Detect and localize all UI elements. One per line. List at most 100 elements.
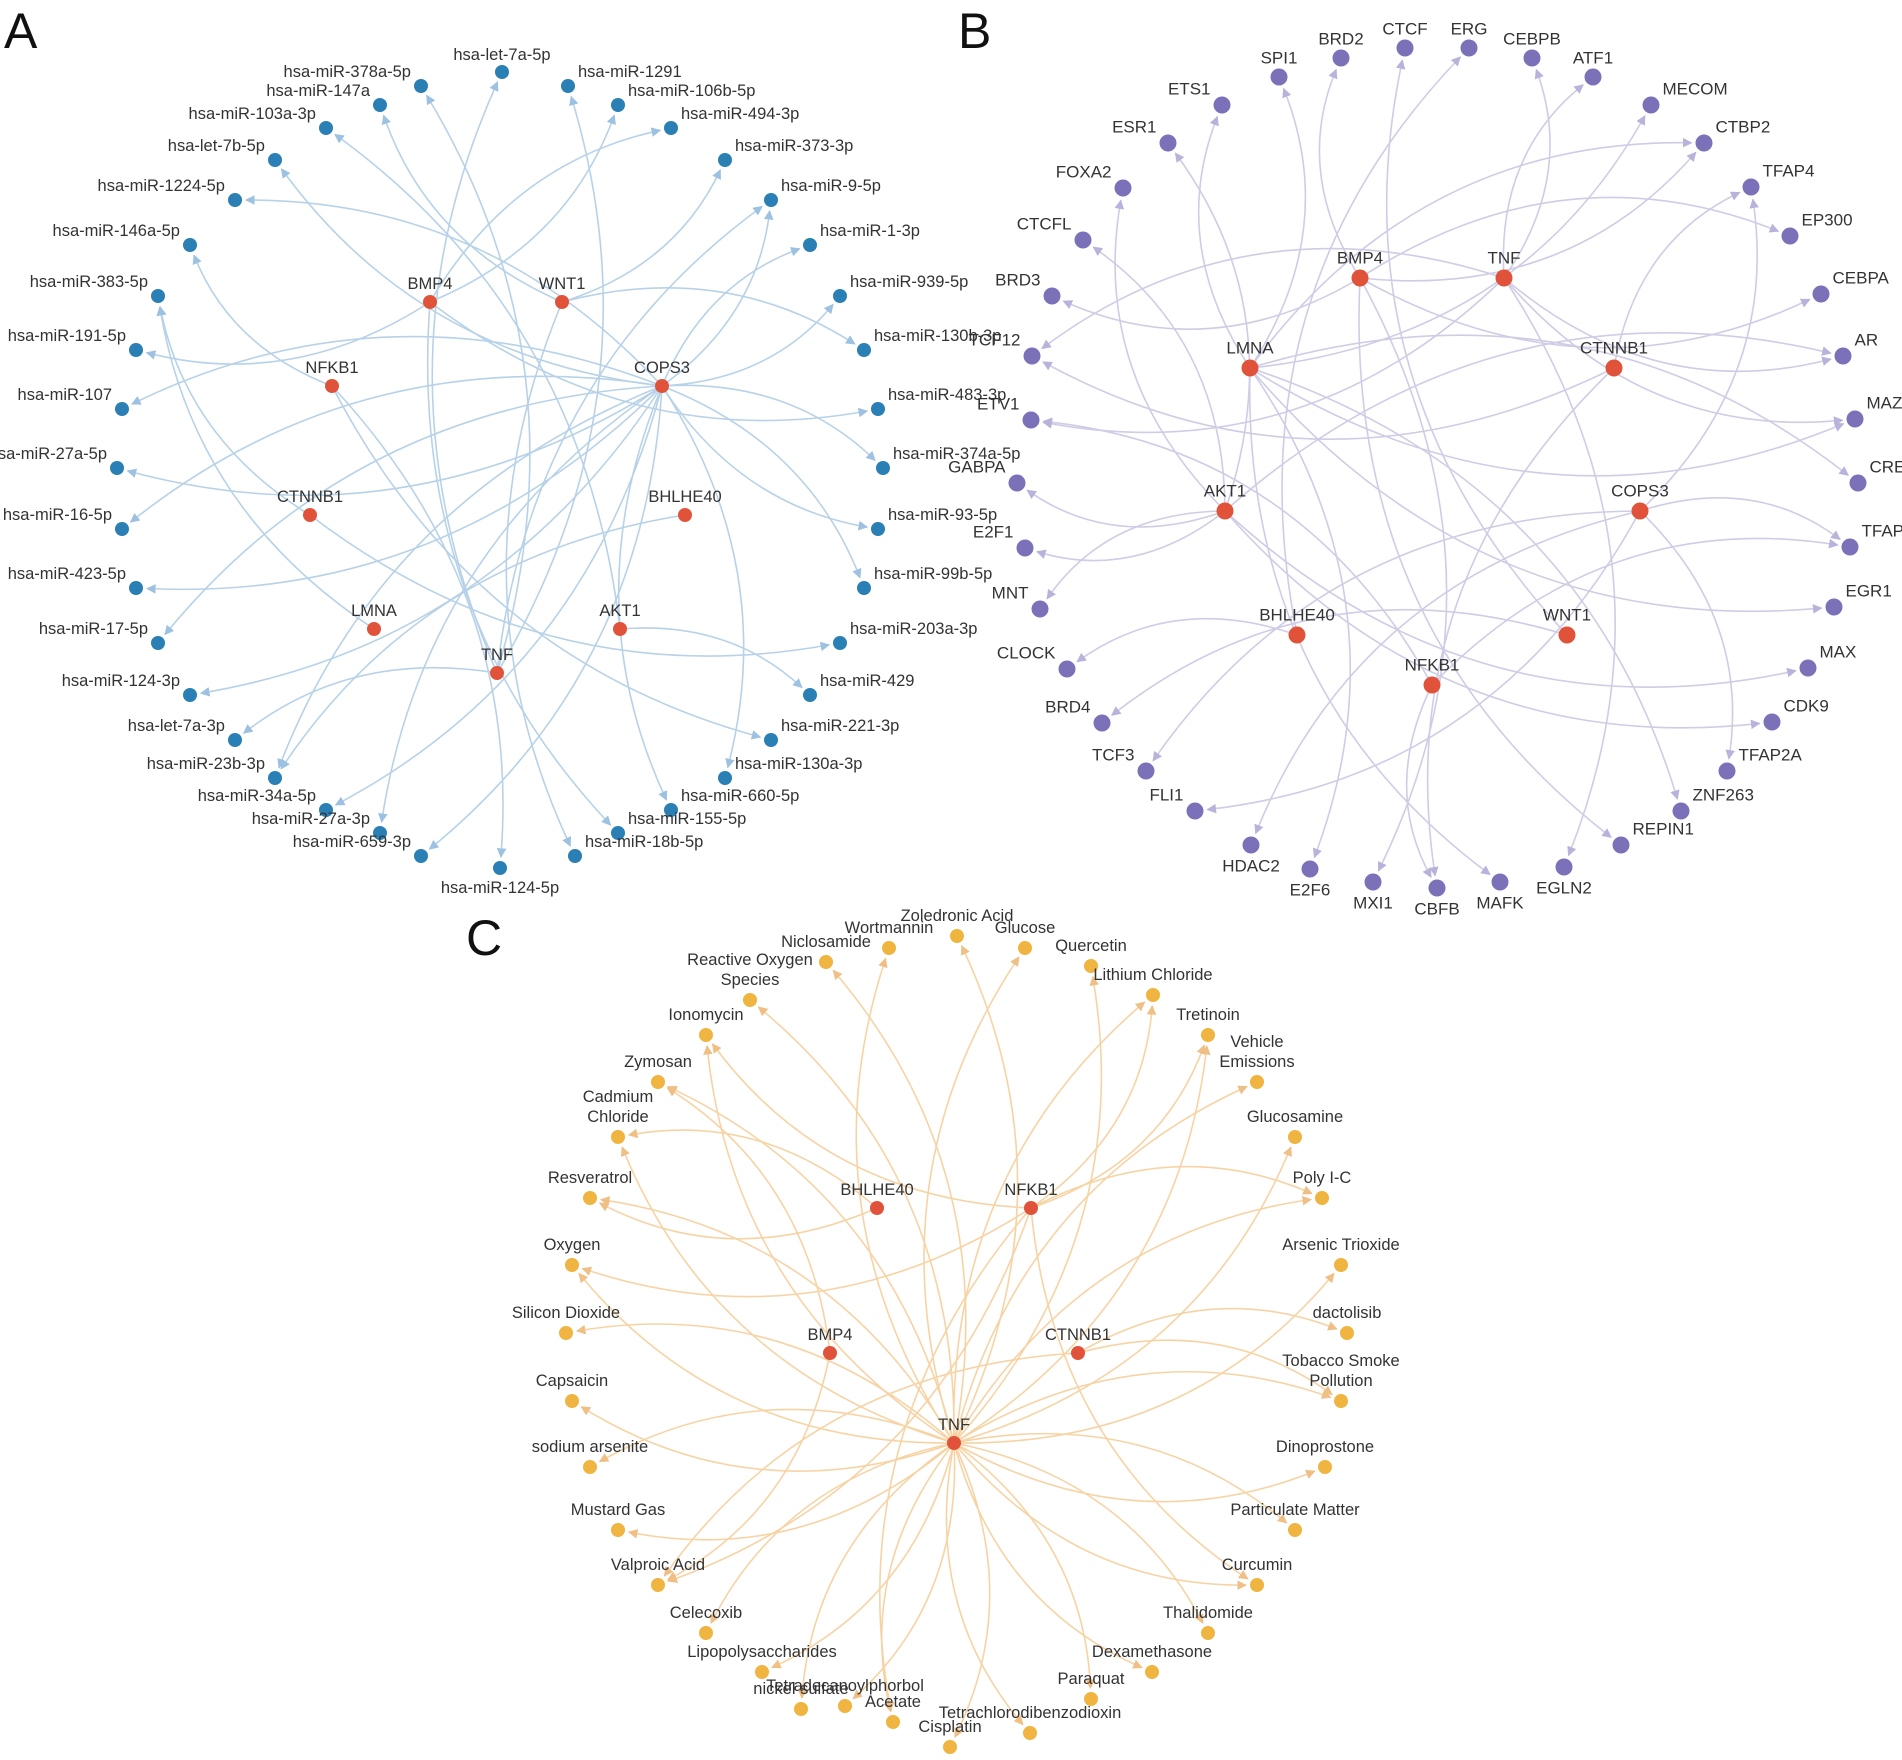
target-node-hsa-mir-130a-3p[interactable]: hsa-miR-130a-3p [718,755,862,785]
target-node-brd3[interactable]: BRD3 [995,271,1061,305]
target-node-cebpa[interactable]: CEBPA [1812,269,1890,303]
target-node-lithium-chloride[interactable]: Lithium Chloride [1093,966,1213,1002]
hub-node-ctnnb1[interactable]: CTNNB1 [1580,339,1648,377]
target-node-hsa-mir-221-3p[interactable]: hsa-miR-221-3p [764,717,899,747]
target-node-oxygen[interactable]: Oxygen [544,1236,601,1272]
hub-node-bhlhe40[interactable]: BHLHE40 [1259,606,1335,644]
target-node-erg[interactable]: ERG [1451,20,1488,57]
target-node-etv1[interactable]: ETV1 [977,395,1040,429]
target-node-hsa-mir-130b-3p[interactable]: hsa-miR-130b-3p [857,327,1001,357]
target-node-silicon-dioxide[interactable]: Silicon Dioxide [512,1304,620,1340]
target-node-mxi1[interactable]: MXI1 [1353,873,1393,913]
target-node-hsa-mir-103a-3p[interactable]: hsa-miR-103a-3p [189,105,333,135]
target-node-dactolisib[interactable]: dactolisib [1313,1304,1382,1340]
hub-node-lmna[interactable]: LMNA [1226,339,1274,377]
target-node-fli1[interactable]: FLI1 [1149,786,1204,820]
hub-node-bhlhe40[interactable]: BHLHE40 [840,1181,914,1215]
target-node-brd4[interactable]: BRD4 [1045,698,1111,732]
target-node-hsa-mir-106b-5p[interactable]: hsa-miR-106b-5p [611,82,755,112]
hub-node-bhlhe40[interactable]: BHLHE40 [648,488,722,522]
target-node-hsa-let-7a-3p[interactable]: hsa-let-7a-3p [128,717,242,747]
hub-node-lmna[interactable]: LMNA [351,602,397,636]
target-node-hsa-mir-18b-5p[interactable]: hsa-miR-18b-5p [568,833,703,863]
hub-node-cops3[interactable]: COPS3 [1611,482,1669,520]
target-node-hdac2[interactable]: HDAC2 [1222,836,1280,876]
target-node-cisplatin[interactable]: Cisplatin [918,1718,982,1754]
target-node-hsa-mir-34a-5p[interactable]: hsa-miR-34a-5p [198,787,333,817]
target-node-hsa-mir-27a-3p[interactable]: hsa-miR-27a-3p [252,810,387,840]
target-node-znf263[interactable]: ZNF263 [1672,786,1754,820]
target-node-max[interactable]: MAX [1799,643,1857,677]
target-node-capsaicin[interactable]: Capsaicin [536,1372,608,1408]
target-node-hsa-mir-146a-5p[interactable]: hsa-miR-146a-5p [53,222,197,252]
target-node-glucose[interactable]: Glucose [995,919,1056,955]
target-node-esr1[interactable]: ESR1 [1112,118,1177,152]
target-node-hsa-mir-23b-3p[interactable]: hsa-miR-23b-3p [147,755,282,785]
target-node-hsa-mir-383-5p[interactable]: hsa-miR-383-5p [30,273,165,303]
target-node-valproic-acid[interactable]: Valproic Acid [611,1556,705,1592]
target-node-hsa-mir-659-3p[interactable]: hsa-miR-659-3p [293,833,428,863]
target-node-hsa-mir-483-3p[interactable]: hsa-miR-483-3p [871,386,1006,416]
target-node-resveratrol[interactable]: Resveratrol [548,1169,632,1205]
target-node-hsa-mir-9-5p[interactable]: hsa-miR-9-5p [764,177,881,207]
hub-node-bmp4[interactable]: BMP4 [408,275,453,309]
target-node-tcf12[interactable]: TCF12 [969,331,1041,365]
target-node-cebpb[interactable]: CEBPB [1503,30,1561,67]
target-node-hsa-mir-660-5p[interactable]: hsa-miR-660-5p [664,787,799,817]
hub-node-wnt1[interactable]: WNT1 [1543,606,1591,644]
target-node-quercetin[interactable]: Quercetin [1055,937,1127,973]
target-node-thalidomide[interactable]: Thalidomide [1163,1604,1253,1640]
target-node-hsa-mir-1-3p[interactable]: hsa-miR-1-3p [803,222,920,252]
target-node-hsa-mir-124-3p[interactable]: hsa-miR-124-3p [62,672,197,702]
hub-node-bmp4[interactable]: BMP4 [1337,249,1383,287]
target-node-ets1[interactable]: ETS1 [1168,80,1231,114]
target-node-lipopolysaccharides[interactable]: Lipopolysaccharides [687,1643,837,1679]
target-node-tfap4[interactable]: TFAP4 [1742,162,1815,196]
target-node-mafk[interactable]: MAFK [1476,873,1524,913]
target-node-egln2[interactable]: EGLN2 [1536,858,1592,898]
hub-node-wnt1[interactable]: WNT1 [539,275,586,309]
hub-node-tnf[interactable]: TNF [1487,249,1521,287]
target-node-ctcf[interactable]: CTCF [1382,20,1428,57]
target-node-celecoxib[interactable]: Celecoxib [670,1604,742,1640]
hub-node-akt1[interactable]: AKT1 [1204,482,1247,520]
target-node-hsa-mir-429[interactable]: hsa-miR-429 [803,672,914,702]
target-node-hsa-mir-99b-5p[interactable]: hsa-miR-99b-5p [857,565,992,595]
target-node-curcumin[interactable]: Curcumin [1222,1556,1293,1592]
target-node-hsa-mir-373-3p[interactable]: hsa-miR-373-3p [718,137,853,167]
target-node-dinoprostone[interactable]: Dinoprostone [1276,1438,1374,1474]
target-node-acetate[interactable]: Acetate [865,1693,921,1729]
target-node-hsa-mir-16-5p[interactable]: hsa-miR-16-5p [3,506,129,536]
target-node-hsa-mir-191-5p[interactable]: hsa-miR-191-5p [8,327,143,357]
target-node-glucosamine[interactable]: Glucosamine [1247,1108,1343,1144]
target-node-atf1[interactable]: ATF1 [1573,49,1613,86]
target-node-mustard-gas[interactable]: Mustard Gas [571,1501,665,1537]
target-node-hsa-let-7a-5p[interactable]: hsa-let-7a-5p [453,46,551,79]
target-node-hsa-mir-124-5p[interactable]: hsa-miR-124-5p [441,861,559,897]
target-node-hsa-mir-107[interactable]: hsa-miR-107 [18,386,129,416]
target-node-hsa-mir-17-5p[interactable]: hsa-miR-17-5p [39,620,165,650]
target-node-niclosamide[interactable]: Niclosamide [781,933,871,969]
target-node-tetrachlorodibenzodioxin[interactable]: Tetrachlorodibenzodioxin [939,1704,1122,1740]
hub-node-tnf[interactable]: TNF [938,1416,970,1450]
hub-node-ctnnb1[interactable]: CTNNB1 [1045,1326,1111,1360]
target-node-hsa-mir-374a-5p[interactable]: hsa-miR-374a-5p [876,445,1020,475]
target-node-ctcfl[interactable]: CTCFL [1017,215,1092,249]
target-node-particulate-matter[interactable]: Particulate Matter [1230,1501,1360,1537]
target-node-hsa-mir-27a-5p[interactable]: hsa-miR-27a-5p [0,445,124,475]
target-node-hsa-mir-203a-3p[interactable]: hsa-miR-203a-3p [833,620,977,650]
target-node-ctbp2[interactable]: CTBP2 [1695,118,1771,152]
target-node-tretinoin[interactable]: Tretinoin [1176,1006,1240,1042]
target-node-wortmannin[interactable]: Wortmannin [845,919,934,955]
target-node-zoledronic-acid[interactable]: Zoledronic Acid [901,907,1014,943]
target-node-brd2[interactable]: BRD2 [1318,30,1364,67]
target-node-hsa-mir-1224-5p[interactable]: hsa-miR-1224-5p [98,177,242,207]
hub-node-nfkb1[interactable]: NFKB1 [1004,1181,1058,1215]
target-node-tetradecanoylphorbol[interactable]: Tetradecanoylphorbol [766,1677,924,1713]
target-node-nickel-sulfate[interactable]: nickel sulfate [753,1680,849,1716]
target-node-sodium-arsenite[interactable]: sodium arsenite [532,1438,648,1474]
target-node-creb1[interactable]: CREB1 [1849,458,1902,492]
